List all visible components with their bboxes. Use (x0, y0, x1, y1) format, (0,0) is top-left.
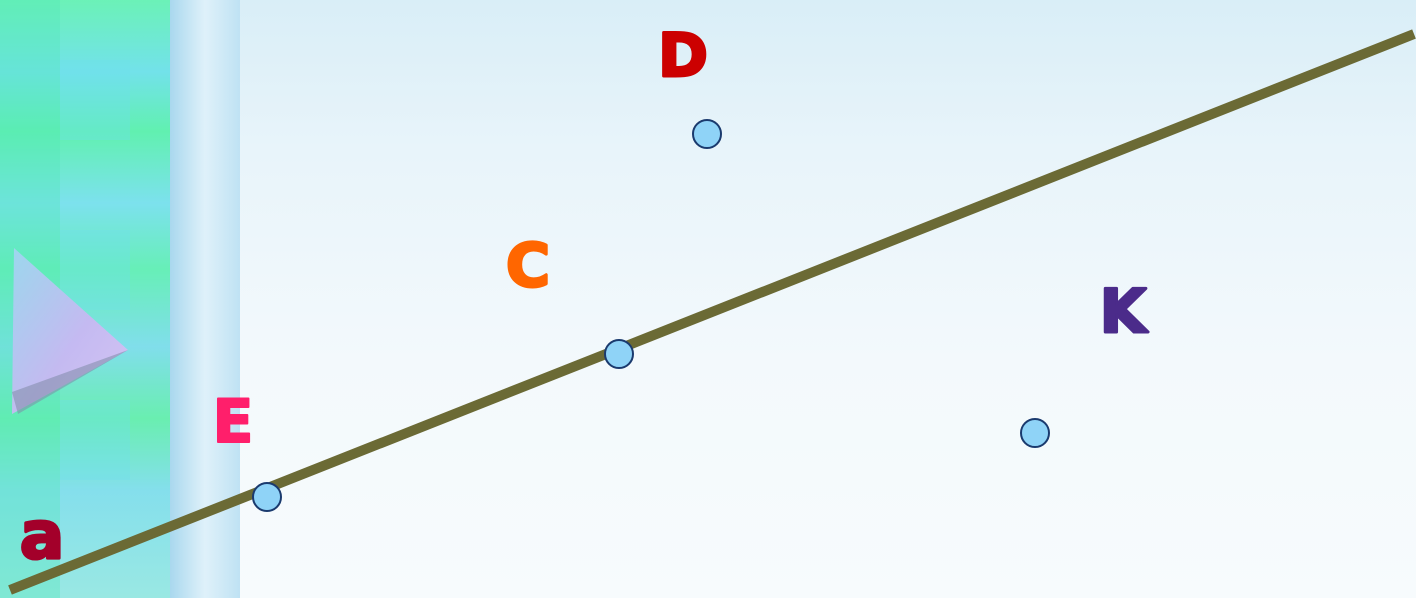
sidebar-decoration (0, 0, 240, 598)
point-e-marker (252, 482, 282, 512)
point-e-label: E (213, 387, 254, 457)
point-c-marker (604, 339, 634, 369)
point-d-label: D (658, 21, 708, 91)
line-a-label: a (20, 497, 65, 574)
point-d-marker (692, 119, 722, 149)
play-triangle-icon (12, 248, 128, 414)
line-a (8, 29, 1416, 595)
point-k-marker (1020, 418, 1050, 448)
point-k-label: K (1100, 277, 1149, 347)
point-c-label: C (506, 231, 550, 301)
